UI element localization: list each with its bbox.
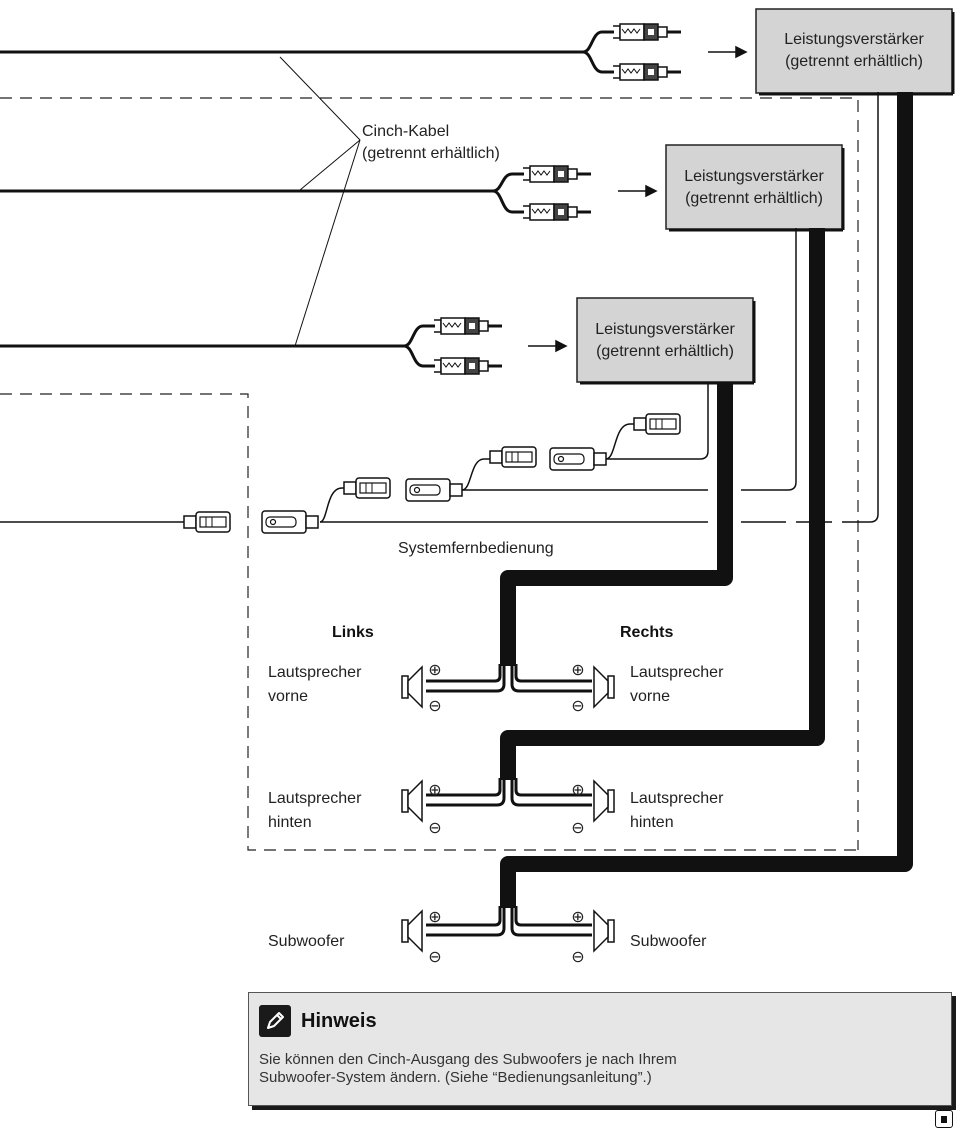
front-right-label-sub: vorne [630, 688, 670, 705]
note-line-1: Sie können den Cinch-Ausgang des Subwoof… [259, 1051, 677, 1068]
dashed-boundaries [0, 97, 859, 851]
right-label: Rechts [620, 624, 673, 641]
minus-mark: ⊖ [571, 698, 584, 715]
note-header: Hinweis [259, 1005, 377, 1037]
sub-right-label: Subwoofer [630, 933, 707, 950]
sub-left-speaker-icon [401, 910, 423, 952]
amplifier-1-subtitle: (getrennt erhältlich) [785, 53, 923, 70]
rear-left-speaker-icon [401, 780, 423, 822]
front-right-speaker-icon [593, 666, 615, 708]
remote-label: Systemfernbedienung [398, 540, 554, 557]
pencil-icon [259, 1005, 291, 1037]
amplifier-3-title: Leistungsverstärker [595, 321, 735, 338]
minus-mark: ⊖ [571, 949, 584, 966]
rear-right-label: Lautsprecher [630, 790, 724, 807]
left-label: Links [332, 624, 374, 641]
minus-mark: ⊖ [428, 949, 441, 966]
front-left-label-sub: vorne [268, 688, 308, 705]
plus-mark: ⊕ [428, 782, 441, 799]
amplifier-3: Leistungsverstärker (getrennt erhältlich… [576, 297, 756, 385]
note-title: Hinweis [301, 1009, 377, 1032]
amplifier-3-subtitle: (getrennt erhältlich) [596, 343, 734, 360]
remote-connectors [183, 413, 681, 534]
sub-left-label: Subwoofer [268, 933, 345, 950]
front-right-label: Lautsprecher [630, 664, 724, 681]
note-text: Sie können den Cinch-Ausgang des Subwoof… [259, 1051, 939, 1087]
remote-wires [0, 92, 879, 523]
amplifier-2-title: Leistungsverstärker [684, 168, 824, 185]
amplifier-2-subtitle: (getrennt erhältlich) [685, 190, 823, 207]
minus-mark: ⊖ [428, 698, 441, 715]
cinch-callout-lines [279, 56, 361, 347]
signal-arrows [528, 45, 748, 353]
amplifier-1: Leistungsverstärker (getrennt erhältlich… [755, 8, 955, 96]
end-mark-icon [935, 1110, 953, 1128]
note-line-2: Subwoofer-System ändern. (Siehe “Bedienu… [259, 1069, 652, 1086]
cinch-label: Cinch-Kabel [362, 123, 449, 140]
plus-mark: ⊕ [571, 909, 584, 926]
front-left-speaker-icon [401, 666, 423, 708]
rear-right-speaker-icon [593, 780, 615, 822]
speaker-trunks [500, 92, 913, 908]
speaker-splits [426, 664, 592, 937]
minus-mark: ⊖ [571, 820, 584, 837]
rear-right-label-sub: hinten [630, 814, 674, 831]
front-left-label: Lautsprecher [268, 664, 362, 681]
plus-mark: ⊕ [571, 662, 584, 679]
polarity-marks: ⊕ ⊖ ⊕ ⊖ ⊕ ⊖ ⊕ ⊖ ⊕ ⊖ ⊕ ⊖ [428, 662, 584, 966]
minus-mark: ⊖ [428, 820, 441, 837]
plus-mark: ⊕ [428, 662, 441, 679]
amplifier-2: Leistungsverstärker (getrennt erhältlich… [665, 144, 845, 232]
rear-left-label: Lautsprecher [268, 790, 362, 807]
rca-cables [0, 30, 614, 368]
amplifier-1-title: Leistungsverstärker [784, 31, 924, 48]
plus-mark: ⊕ [428, 909, 441, 926]
sub-right-speaker-icon [593, 910, 615, 952]
plus-mark: ⊕ [571, 782, 584, 799]
rear-left-label-sub: hinten [268, 814, 312, 831]
cinch-label-sub: (getrennt erhältlich) [362, 145, 500, 162]
note-box: Hinweis Sie können den Cinch-Ausgang des… [248, 992, 952, 1106]
